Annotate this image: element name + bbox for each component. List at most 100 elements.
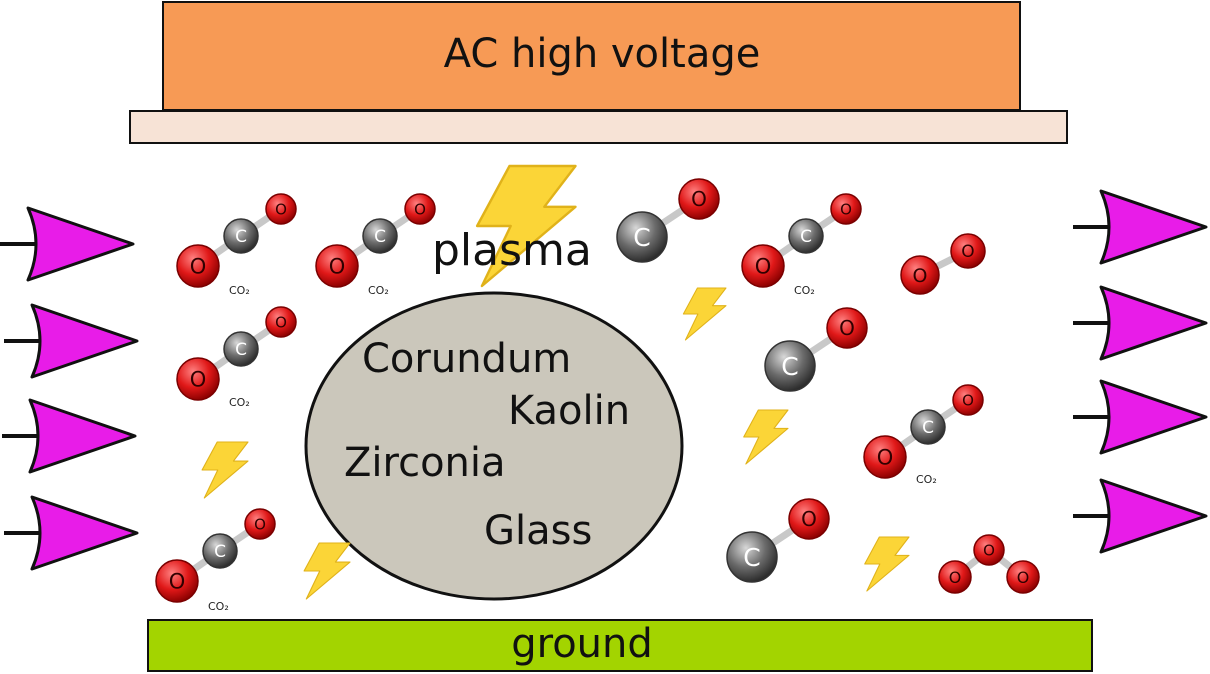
oxygen-symbol: O	[169, 570, 186, 594]
oxygen-symbol: O	[913, 265, 928, 287]
oxygen-atom	[788, 498, 830, 540]
outflow-arrow-icon	[1071, 379, 1208, 455]
oxygen-symbol: O	[961, 242, 974, 262]
carbon-atom	[223, 331, 259, 367]
inflow-arrow-icon	[0, 206, 135, 282]
oxygen-atom	[265, 306, 297, 338]
oxygen-atom	[315, 244, 359, 288]
carbon-atom	[616, 211, 668, 263]
o3-molecule-icon: O O O	[938, 534, 1040, 594]
oxygen-atom	[938, 560, 972, 594]
packing-material-particle	[304, 291, 684, 601]
oxygen-atom	[1006, 560, 1040, 594]
carbon-symbol: C	[214, 542, 226, 562]
oxygen-atom	[900, 255, 940, 295]
oxygen-symbol: O	[801, 507, 817, 531]
carbon-symbol: C	[374, 227, 386, 247]
oxygen-symbol: O	[840, 200, 852, 218]
oxygen-symbol: O	[275, 313, 287, 331]
oxygen-atom	[830, 193, 862, 225]
oxygen-symbol: O	[190, 255, 207, 279]
lightning-bolt-icon	[743, 409, 789, 465]
oxygen-atom	[952, 384, 984, 416]
oxygen-atom	[826, 307, 868, 349]
oxygen-symbol: O	[254, 515, 266, 533]
carbon-atom	[910, 409, 946, 445]
carbon-symbol: C	[743, 543, 760, 572]
carbon-atom	[764, 340, 816, 392]
oxygen-symbol: O	[275, 200, 287, 218]
carbon-symbol: C	[235, 227, 247, 247]
ground-label: ground	[511, 621, 653, 667]
carbon-atom	[362, 218, 398, 254]
oxygen-atom	[155, 559, 199, 603]
carbon-symbol: C	[781, 352, 798, 381]
co-molecule-icon: OC	[764, 307, 868, 392]
high-voltage-electrode	[162, 1, 1021, 111]
oxygen-symbol: O	[329, 255, 346, 279]
ground-electrode	[147, 619, 1093, 672]
material-label-glass: Glass	[484, 508, 592, 554]
carbon-symbol: C	[235, 340, 247, 360]
inflow-arrow-icon	[0, 398, 137, 474]
co2-molecule-icon: O C O CO₂	[863, 384, 984, 486]
material-label-corundum: Corundum	[362, 336, 571, 382]
co2-label: CO₂	[229, 284, 250, 297]
carbon-atom	[223, 218, 259, 254]
oxygen-atom	[244, 508, 276, 540]
co-molecule-icon: OC	[616, 178, 720, 263]
oxygen-symbol: O	[414, 200, 426, 218]
lightning-bolt-icon	[864, 536, 910, 592]
oxygen-atom	[176, 357, 220, 401]
material-label-kaolin: Kaolin	[508, 388, 630, 434]
outflow-arrow-icon	[1071, 189, 1208, 265]
lightning-bolt-icon	[682, 287, 727, 341]
co2-label: CO₂	[208, 600, 229, 613]
oxygen-atom	[973, 534, 1005, 566]
plasma-label: plasma	[432, 225, 592, 276]
oxygen-symbol: O	[962, 391, 974, 409]
oxygen-symbol: O	[691, 187, 707, 211]
oxygen-atom	[404, 193, 436, 225]
high-voltage-label: AC high voltage	[444, 31, 761, 77]
outflow-arrow-icon	[1071, 285, 1208, 361]
o2-molecule-icon: OO	[900, 233, 986, 295]
oxygen-symbol: O	[755, 255, 772, 279]
carbon-atom	[726, 531, 778, 583]
oxygen-symbol: O	[877, 446, 894, 470]
co2-label: CO₂	[229, 396, 250, 409]
oxygen-atom	[863, 435, 907, 479]
co2-molecule-icon: O C O CO₂	[176, 193, 297, 297]
carbon-symbol: C	[800, 227, 812, 247]
inflow-arrow-icon	[2, 495, 139, 571]
inflow-arrow-icon	[2, 303, 139, 379]
oxygen-atom	[950, 233, 986, 269]
carbon-symbol: C	[922, 418, 934, 438]
carbon-symbol: C	[633, 223, 650, 252]
co2-molecule-icon: O C O CO₂	[176, 306, 297, 409]
co2-molecule-icon: O C O CO₂	[741, 193, 862, 297]
dielectric-barrier	[129, 110, 1068, 144]
oxygen-symbol: O	[190, 368, 207, 392]
oxygen-atom	[741, 244, 785, 288]
outflow-arrow-icon	[1071, 478, 1208, 554]
lightning-bolt-icon	[201, 441, 249, 499]
co2-label: CO₂	[916, 473, 937, 486]
co-molecule-icon: OC	[726, 498, 830, 583]
co2-label: CO₂	[368, 284, 389, 297]
oxygen-symbol: O	[949, 568, 962, 587]
oxygen-symbol: O	[983, 541, 995, 559]
co2-molecule-icon: O C O CO₂	[315, 193, 436, 297]
oxygen-atom	[176, 244, 220, 288]
oxygen-atom	[678, 178, 720, 220]
oxygen-symbol: O	[839, 316, 855, 340]
co2-molecule-icon: O C O CO₂	[155, 508, 276, 613]
carbon-atom	[202, 533, 238, 569]
carbon-atom	[788, 218, 824, 254]
co2-label: CO₂	[794, 284, 815, 297]
lightning-bolt-icon	[303, 542, 351, 600]
oxygen-symbol: O	[1017, 568, 1030, 587]
material-label-zirconia: Zirconia	[344, 440, 506, 486]
oxygen-atom	[265, 193, 297, 225]
